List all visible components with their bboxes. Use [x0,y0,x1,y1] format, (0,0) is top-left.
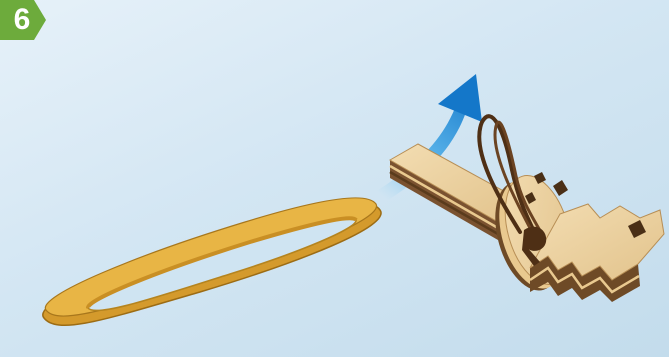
rubber-band [43,198,381,325]
key-disk-hole [553,180,568,196]
